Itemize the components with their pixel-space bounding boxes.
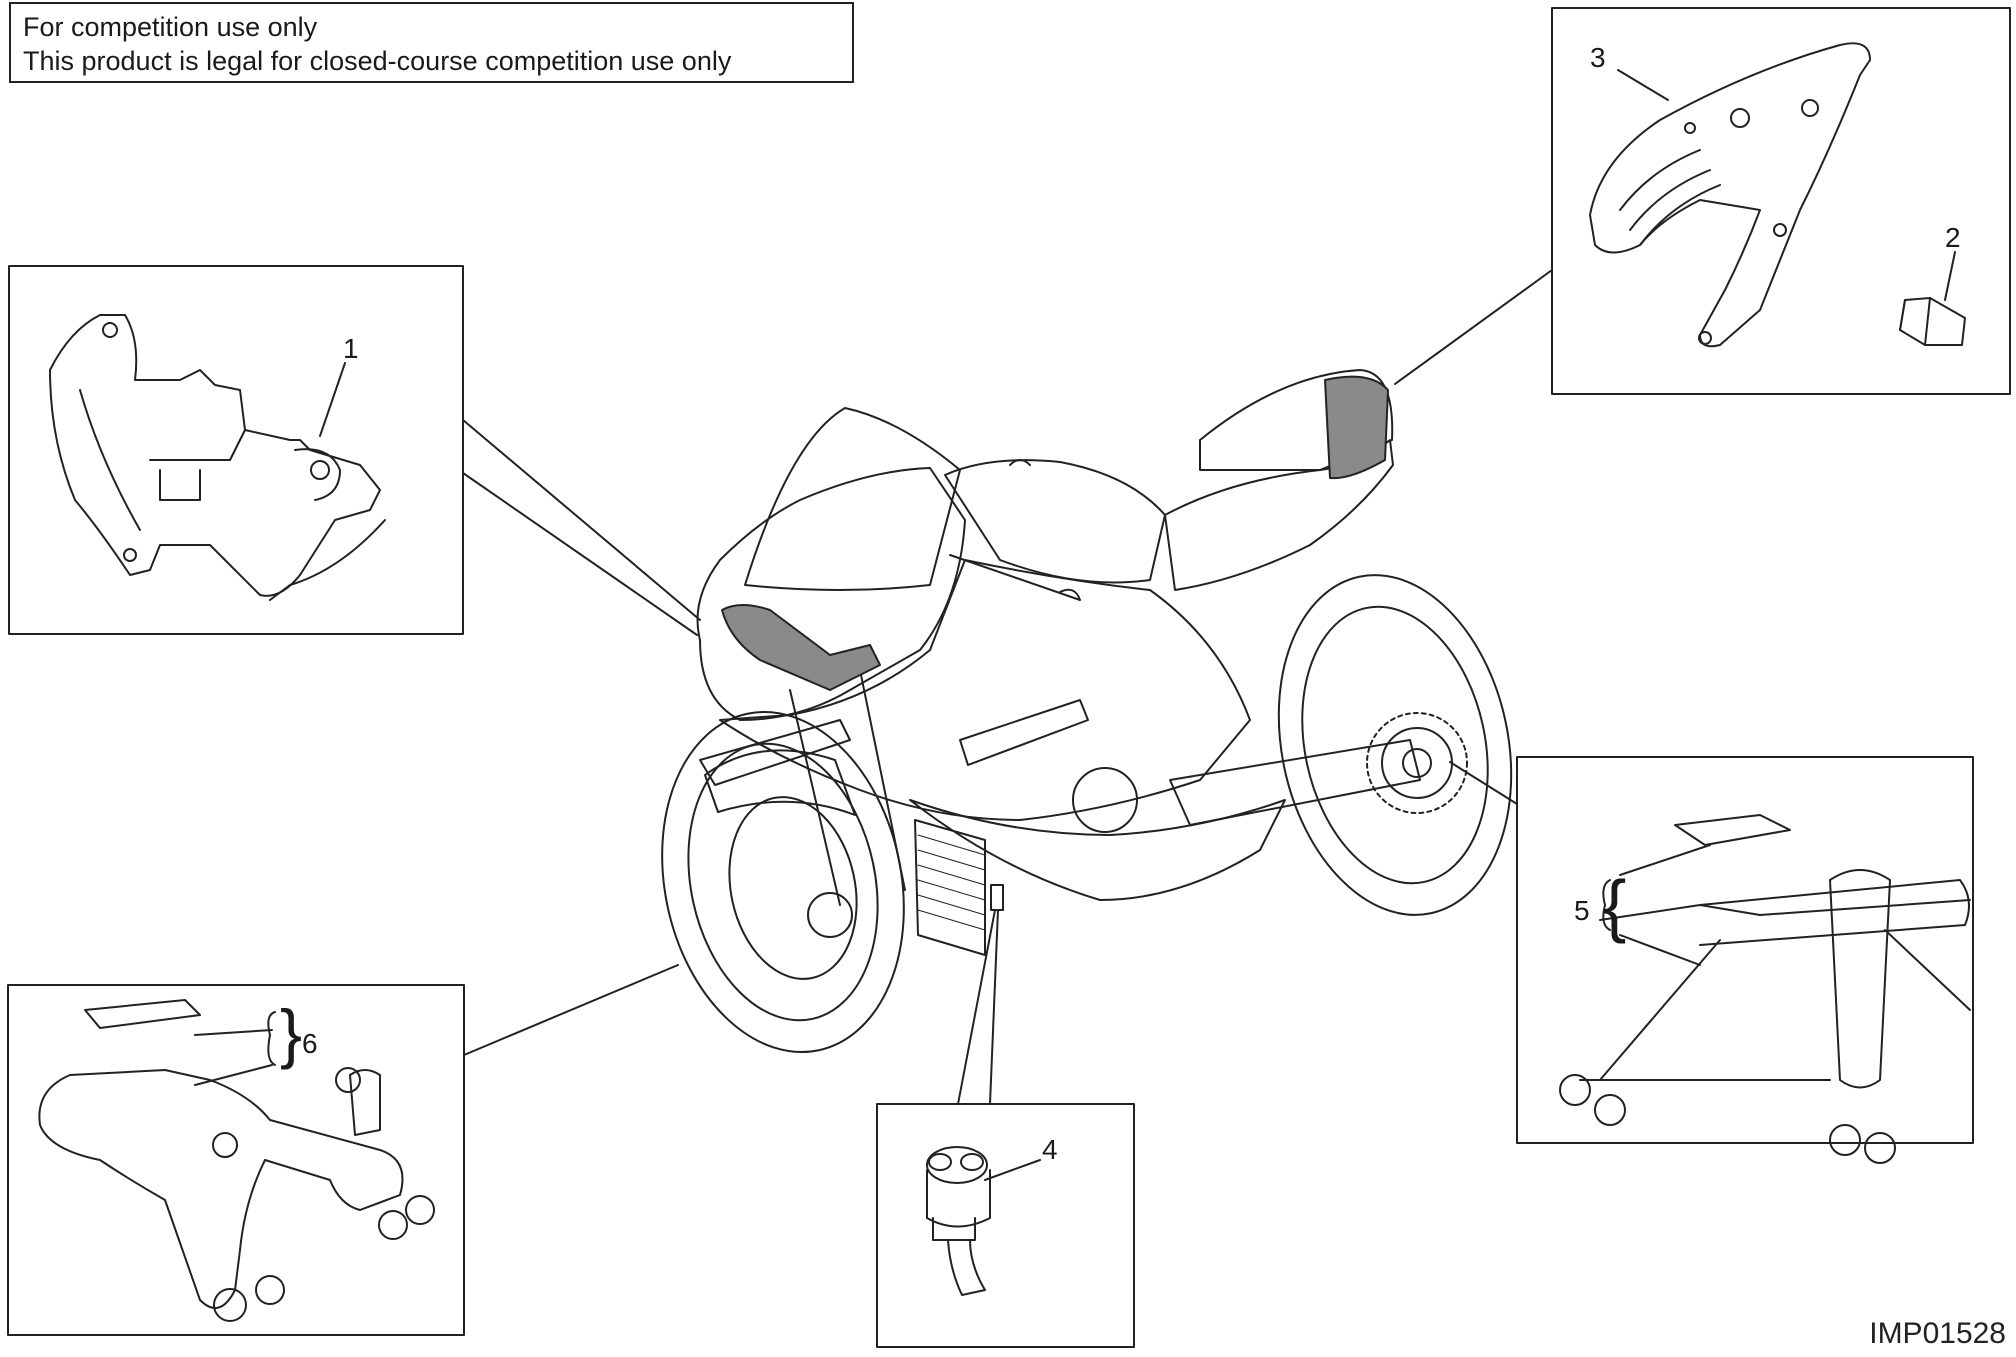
part-1-pointer xyxy=(319,362,346,437)
detail-box-1 xyxy=(8,265,464,635)
part-6-front-stand xyxy=(38,999,435,1322)
leader-line-1 xyxy=(462,472,698,636)
callout-4: 4 xyxy=(1042,1134,1058,1165)
callout-2: 2 xyxy=(1945,222,1961,253)
competition-notice: For competition use only This product is… xyxy=(9,2,854,83)
part-4-pointer xyxy=(984,1159,1041,1181)
brace-5-icon: { xyxy=(1603,866,1627,944)
callout-5: 5 xyxy=(1574,895,1590,926)
leader-line-3 xyxy=(1394,269,1553,385)
detail-box-4 xyxy=(876,1103,1135,1348)
motorcycle-drawing xyxy=(661,369,1513,1054)
detail-box-2-3 xyxy=(1551,7,2011,395)
part-4-plug xyxy=(926,1146,1041,1296)
brace-6-icon: } xyxy=(280,996,303,1070)
detail-box-5 xyxy=(1516,756,1974,1144)
part-3-pointer xyxy=(1617,69,1669,101)
part-5-rear-stand xyxy=(1559,814,1971,1164)
leader-line-1b xyxy=(462,419,701,621)
callout-6: 6 xyxy=(302,1028,318,1059)
notice-line-2: This product is legal for closed-course … xyxy=(23,46,732,76)
part-1-front-subframe xyxy=(49,314,386,601)
part-2-pointer xyxy=(1944,251,1956,301)
leader-line-4a xyxy=(957,909,996,1105)
callout-1: 1 xyxy=(343,333,359,364)
drawing-id: IMP01528 xyxy=(1869,1317,2006,1350)
leader-line-5 xyxy=(1449,761,1518,805)
detail-box-6 xyxy=(7,984,465,1336)
part-2-connector xyxy=(1899,251,1966,346)
part-3-tail-bracket xyxy=(1589,42,1871,348)
leader-line-6 xyxy=(463,964,679,1056)
notice-line-1: For competition use only xyxy=(23,12,318,42)
callout-3: 3 xyxy=(1590,42,1606,73)
leader-line-4b xyxy=(989,909,999,1105)
